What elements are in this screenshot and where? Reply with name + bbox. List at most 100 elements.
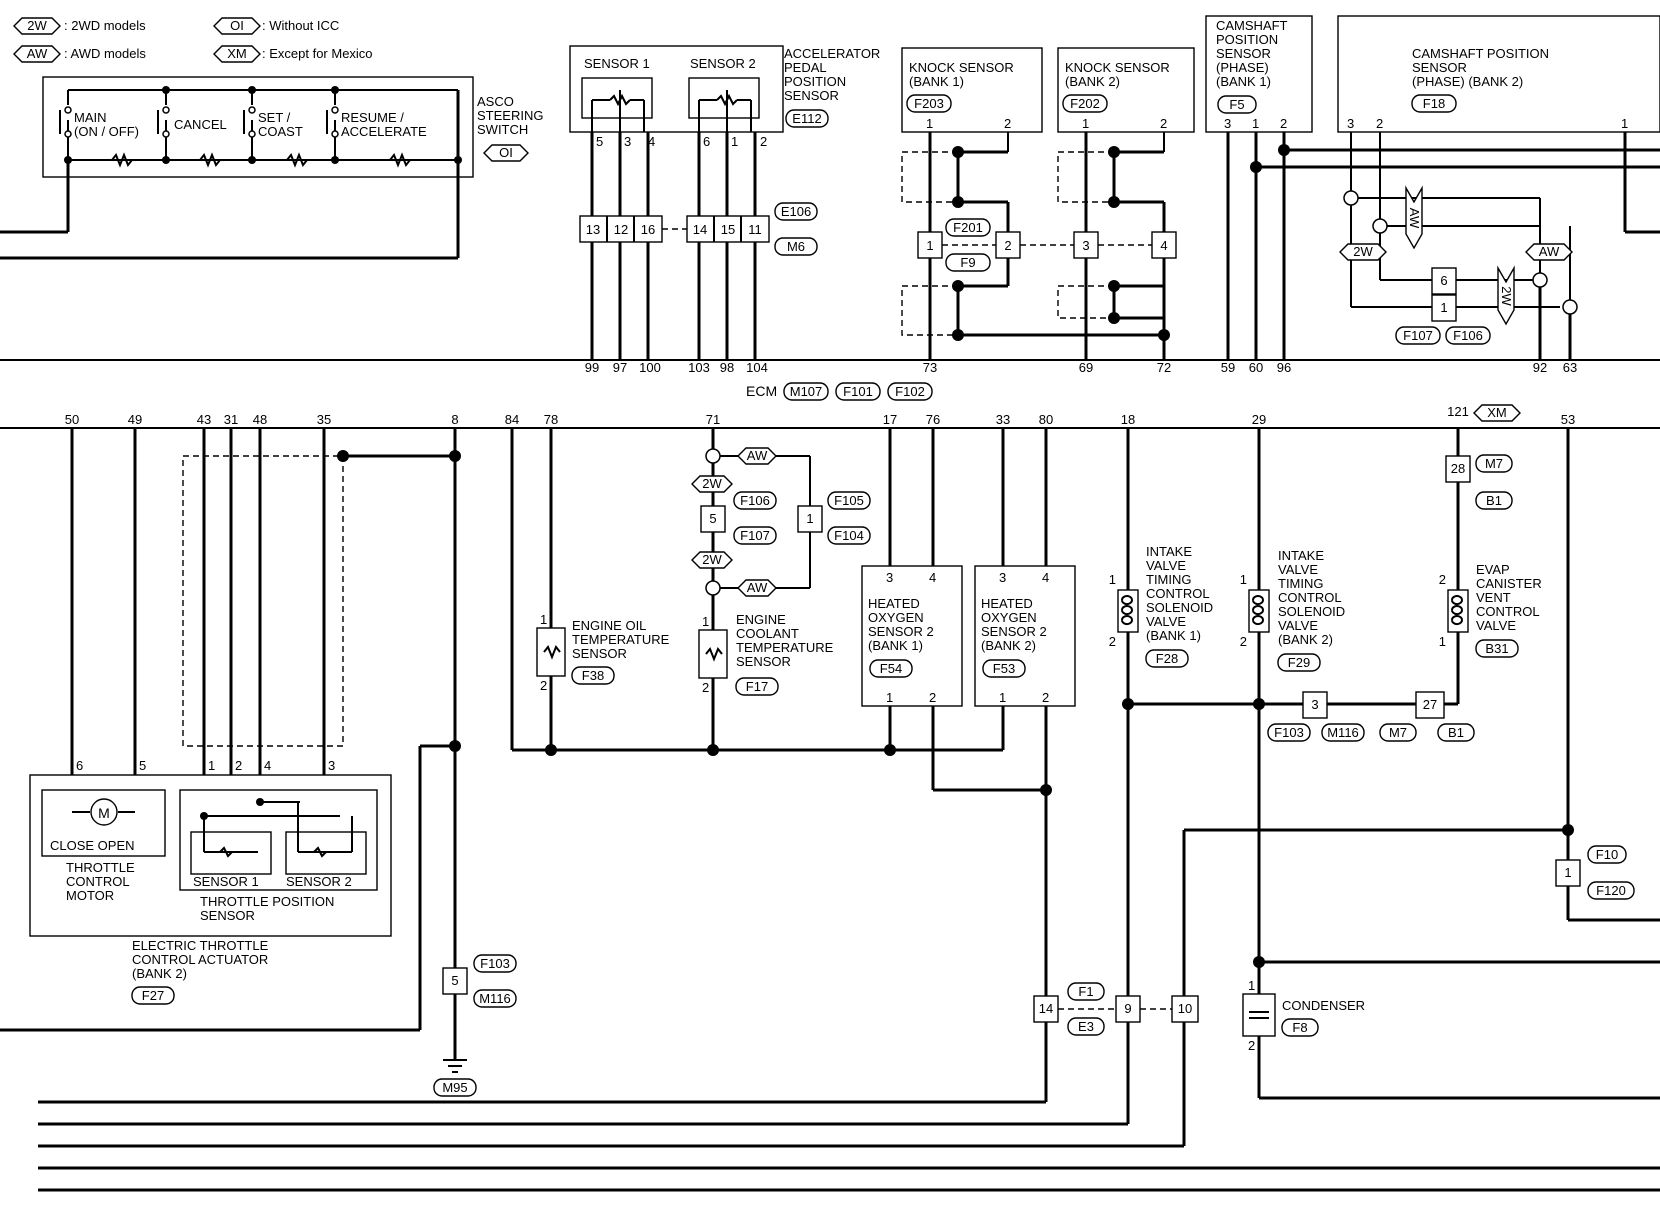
- ecm-pin: 29: [1252, 412, 1266, 427]
- ect-label: COOLANT: [736, 626, 799, 641]
- ho2s1-label: (BANK 1): [868, 638, 923, 653]
- ecm-connector: F101: [843, 384, 873, 399]
- ho2s2-pin: 4: [1042, 570, 1049, 585]
- bottom-jc-pin: 3: [1311, 697, 1318, 712]
- ecm-label: ECM: [746, 383, 777, 399]
- ect-aw-tag: AW: [747, 448, 768, 463]
- ivt2-label: CONTROL: [1278, 590, 1342, 605]
- knock-jc-connector: F9: [960, 255, 975, 270]
- bottom-jc-connector: F103: [1274, 725, 1304, 740]
- app-pin: 4: [648, 134, 655, 149]
- asco-cancel-label: CANCEL: [174, 117, 227, 132]
- asco-steering-switch: MAIN (ON / OFF) CANCEL SET / COAST RESUM…: [0, 76, 543, 260]
- ivt2-label: INTAKE: [1278, 548, 1324, 563]
- bottom-jc-pin: 27: [1423, 697, 1437, 712]
- ecm-pin: 97: [613, 360, 627, 375]
- evap-label: VENT: [1476, 590, 1511, 605]
- ho2s1-connector: F54: [880, 661, 902, 676]
- evap-jc-pin: 28: [1451, 461, 1465, 476]
- eot-pin: 1: [540, 612, 547, 627]
- solenoid-valves: 1 2 INTAKE VALVE TIMING CONTROL SOLENOID…: [1109, 428, 1660, 1146]
- ect-label: TEMPERATURE: [736, 640, 834, 655]
- ecm-pin: 50: [65, 412, 79, 427]
- asco-resume-label: RESUME /: [341, 110, 404, 125]
- ho2s2-label: OXYGEN: [981, 610, 1037, 625]
- ecm-pin: 17: [883, 412, 897, 427]
- eot-label: ENGINE OIL: [572, 618, 646, 633]
- knock-jc-pin: 4: [1160, 238, 1167, 253]
- asco-main-label: MAIN: [74, 110, 107, 125]
- accelerator-pedal-position-sensor: SENSOR 1 SENSOR 2 ACCELERATOR PEDAL POSI…: [569, 45, 880, 360]
- ho2s1-label: HEATED: [868, 596, 920, 611]
- camshaft-position-sensors: CAMSHAFT POSITION SENSOR (PHASE) (BANK 1…: [1205, 15, 1660, 360]
- ho2s1-pin: 4: [929, 570, 936, 585]
- eot-connector: F38: [582, 668, 604, 683]
- app-connector: E112: [792, 111, 821, 126]
- eg-jc-connector: F1: [1078, 984, 1093, 999]
- ivt2-label: SOLENOID: [1278, 604, 1345, 619]
- evap-jc-connector: B1: [1486, 493, 1502, 508]
- app-jc-pin: 13: [586, 222, 600, 237]
- ivt2-label: (BANK 2): [1278, 632, 1333, 647]
- ecm-pin: 33: [996, 412, 1010, 427]
- knock2-label-2: (BANK 2): [1065, 74, 1120, 89]
- ivt1-label: CONTROL: [1146, 586, 1210, 601]
- ecm-pin: 35: [317, 412, 331, 427]
- ecm-pin: 48: [253, 412, 267, 427]
- evap-pin: 1: [1439, 634, 1446, 649]
- motor-label: CONTROL: [66, 874, 130, 889]
- ecm-pin: 96: [1277, 360, 1291, 375]
- throttle-pin: 6: [76, 758, 83, 773]
- temperature-sensors: 1 2 ENGINE OIL TEMPERATURE SENSOR F38 AW…: [510, 428, 1003, 756]
- ect-pin: 2: [702, 680, 709, 695]
- ect-2w-tag: 2W: [702, 552, 722, 567]
- ivt1-label: VALVE: [1146, 558, 1186, 573]
- app-pin: 5: [596, 134, 603, 149]
- ecm-pin: 80: [1039, 412, 1053, 427]
- eot-label: TEMPERATURE: [572, 632, 670, 647]
- ho2s2-pin: 1: [999, 690, 1006, 705]
- ecm: 99 97 100 103 98 104 73 69 72 59 60 96 9…: [0, 359, 1660, 429]
- ivt1-pin: 1: [1109, 572, 1116, 587]
- ivt2-pin: 2: [1240, 634, 1247, 649]
- cam-jc-connector: F107: [1403, 328, 1433, 343]
- asco-accelerate-label: ACCELERATE: [341, 124, 427, 139]
- actuator-label: ELECTRIC THROTTLE: [132, 938, 269, 953]
- heated-oxygen-sensors: 3 4 HEATED OXYGEN SENSOR 2 (BANK 1) F54 …: [861, 428, 1076, 996]
- ground-jc-pin: 5: [451, 973, 458, 988]
- ground-jc-connector: F103: [480, 956, 510, 971]
- legend-oi-text: : Without ICC: [262, 18, 339, 33]
- legend-2w-tag: 2W: [27, 18, 47, 33]
- ivt2-label: TIMING: [1278, 576, 1324, 591]
- f10-jc-pin: 1: [1564, 865, 1571, 880]
- legend-oi-tag: OI: [230, 18, 244, 33]
- ecm-pin: 84: [505, 412, 519, 427]
- app-sensor1-label: SENSOR 1: [584, 56, 650, 71]
- ivt1-pin: 2: [1109, 634, 1116, 649]
- tps-sensor1-label: SENSOR 1: [193, 874, 259, 889]
- legend-aw-tag: AW: [27, 46, 48, 61]
- cam1-label: (BANK 1): [1216, 74, 1271, 89]
- ivt1-label: TIMING: [1146, 572, 1192, 587]
- app-label-4: SENSOR: [784, 88, 839, 103]
- app-pin: 2: [760, 134, 767, 149]
- ect-label: SENSOR: [736, 654, 791, 669]
- condenser-pin: 1: [1248, 978, 1255, 993]
- app-jc-pin: 14: [693, 222, 707, 237]
- asco-oi-tag: OI: [499, 145, 513, 160]
- ecm-pin: 103: [688, 360, 710, 375]
- ecm-pin: 71: [706, 412, 720, 427]
- legend: 2W : 2WD models AW : AWD models OI : Wit…: [13, 17, 373, 63]
- knock2-pin: 1: [1082, 116, 1089, 131]
- ho2s2-label: (BANK 2): [981, 638, 1036, 653]
- app-sensor2-label: SENSOR 2: [690, 56, 756, 71]
- tps-label: SENSOR: [200, 908, 255, 923]
- ect-2w-tag: 2W: [702, 476, 722, 491]
- cam2-label: SENSOR: [1412, 60, 1467, 75]
- cam-jc-pin: 6: [1440, 273, 1447, 288]
- knock2-pin: 2: [1160, 116, 1167, 131]
- legend-xm-text: : Except for Mexico: [262, 46, 373, 61]
- motor-label: THROTTLE: [66, 860, 135, 875]
- app-pin: 6: [703, 134, 710, 149]
